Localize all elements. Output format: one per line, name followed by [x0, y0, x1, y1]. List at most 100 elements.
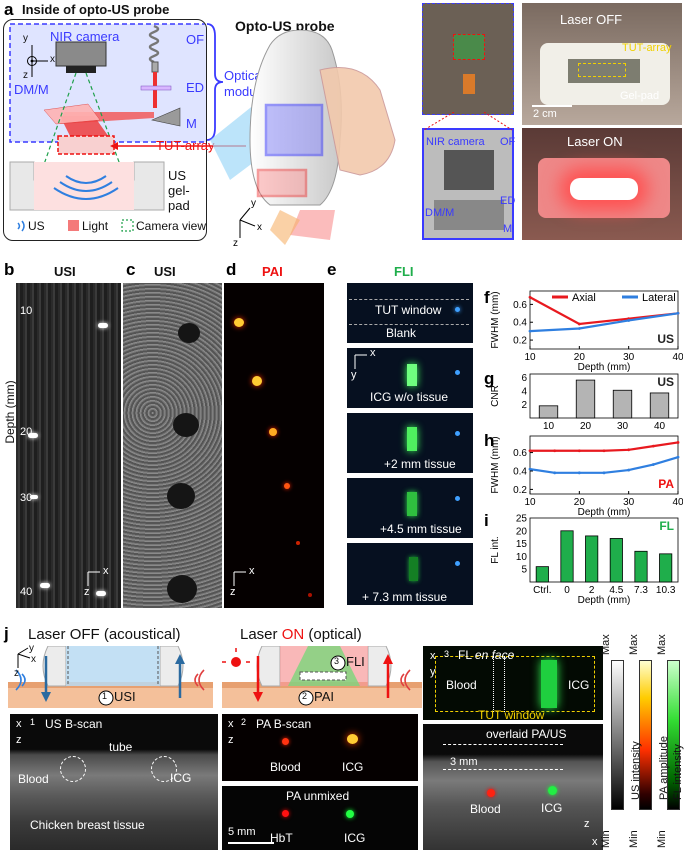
j-num-1: 1	[102, 691, 108, 701]
j-axis-y-fl: y	[430, 666, 436, 678]
plot-frame	[529, 290, 679, 350]
panel-letter-e: e	[327, 260, 337, 279]
usi-image-c	[123, 283, 222, 608]
colorbar-us-max: Max	[600, 634, 612, 655]
fl-enface-image	[423, 646, 603, 720]
colorbar-pa	[639, 660, 652, 810]
panel-e-title: FLI	[394, 264, 414, 279]
x-tick-label: 10	[543, 421, 555, 432]
label-axis-x: x	[50, 54, 55, 65]
svg-text:z: z	[233, 238, 238, 249]
data-point	[627, 468, 631, 472]
j-axis-z-bscan: z	[16, 734, 22, 746]
x-tick-label: 10.3	[656, 585, 676, 596]
fl-enface-italic: en face	[474, 648, 515, 662]
axis-x-d: x	[249, 565, 255, 577]
chicken-label: Chicken breast tissue	[30, 818, 145, 832]
j-num-2b: 2	[241, 717, 247, 727]
photo-label-dm: DM/M	[425, 207, 455, 219]
photo-label-nir-camera: NIR camera	[426, 136, 485, 148]
pa-unmixed-image	[222, 786, 418, 850]
laser-on-label: Laser ON	[567, 134, 623, 149]
overlaid-label: overlaid PA/US	[486, 727, 567, 741]
j-axis-x-overlay: x	[592, 836, 598, 848]
zoom-lines	[423, 112, 513, 131]
plot-frame	[529, 373, 679, 419]
j-axis-y-1: y	[29, 643, 34, 654]
j-num-2: 2	[302, 691, 308, 701]
depth-tick-40: 40	[20, 586, 33, 598]
label-us-gelpad: US gel-pad	[168, 168, 190, 213]
label-nir-camera: NIR camera	[50, 29, 120, 44]
x-tick-label: 10	[524, 497, 536, 508]
blood-label-us: Blood	[18, 772, 49, 786]
depth-axis-label: Depth (mm)	[3, 380, 17, 444]
bar	[612, 389, 633, 419]
colorbar-us	[611, 660, 624, 810]
x-tick-label: 40	[672, 352, 683, 363]
panel-letter-c: c	[126, 260, 136, 279]
gelpad-label: Gel-pad	[620, 90, 660, 102]
data-point	[577, 322, 581, 326]
laser-on-suffix: (optical)	[304, 626, 362, 643]
j-num-1b: 1	[30, 717, 36, 727]
bar	[585, 535, 599, 583]
panel-letter-i: i	[484, 511, 489, 530]
schematic-drawing	[9, 23, 206, 232]
legend-light: Light	[82, 219, 109, 233]
axis-y-e: y	[351, 369, 357, 381]
data-point	[676, 311, 680, 315]
x-tick-label: 7.3	[634, 585, 648, 596]
axes-icon-e	[354, 354, 367, 369]
label-ed: ED	[186, 80, 205, 95]
fli-tile-2-label: +2 mm tissue	[384, 457, 456, 471]
fl-enface-label: FL en face	[458, 648, 514, 662]
x-tick-label: 20	[580, 421, 592, 432]
pa-unmixed-label: PA unmixed	[286, 789, 350, 803]
fli-tile-blank	[347, 283, 473, 343]
bar	[649, 392, 670, 419]
x-tick-label: 4.5	[609, 585, 623, 596]
j-fli-label: FLI	[346, 654, 365, 669]
usi-image-b	[16, 283, 121, 608]
j-axis-x-pa: x	[228, 718, 234, 730]
j-axis-z-pa: z	[228, 734, 234, 746]
probe-title: Opto-US probe	[235, 18, 335, 34]
probe-photo-module	[422, 3, 514, 115]
laser-off-photo	[522, 3, 682, 125]
us-bscan-label: US B-scan	[45, 717, 103, 731]
depth-tick-30: 30	[20, 492, 33, 504]
data-point	[553, 471, 557, 475]
x-tick-label: 20	[574, 497, 586, 508]
colorbar-fl-label: FL intensity	[672, 744, 684, 800]
data-point	[627, 448, 631, 452]
y-axis-label: FWHM (mm)	[490, 291, 501, 348]
data-point	[528, 467, 532, 471]
probe-schematic: NIR camera OF ED M DM/M y x z US gel-pad…	[3, 19, 207, 241]
y-tick-label: 4	[521, 386, 527, 397]
label-m: M	[186, 116, 197, 131]
fli-tile-2	[347, 413, 473, 473]
probe-illustration: y x z	[210, 30, 396, 249]
panel-letter-d: d	[226, 260, 237, 279]
laser-off-label: Laser OFF	[560, 12, 623, 27]
y-tick-label: 0.6	[513, 300, 527, 311]
y-tick-label: 15	[516, 539, 528, 550]
tube-label: tube	[109, 740, 133, 754]
overlaid-image	[423, 724, 603, 850]
axes-icon-d	[233, 571, 246, 586]
series-line	[529, 456, 679, 474]
optical-illustration	[222, 646, 422, 708]
j-axis-x-fl: x	[430, 650, 436, 662]
j-axis-x-bscan: x	[16, 718, 22, 730]
y-tick-label: 0.4	[513, 318, 527, 329]
colorbar-pa-min: Min	[628, 830, 640, 848]
acoustic-illustration	[8, 646, 213, 708]
scale-3mm: 3 mm	[450, 756, 478, 768]
data-point	[651, 463, 655, 466]
optical-module-brace	[206, 23, 224, 141]
panel-b-title: USI	[54, 264, 76, 279]
data-point	[528, 449, 532, 453]
